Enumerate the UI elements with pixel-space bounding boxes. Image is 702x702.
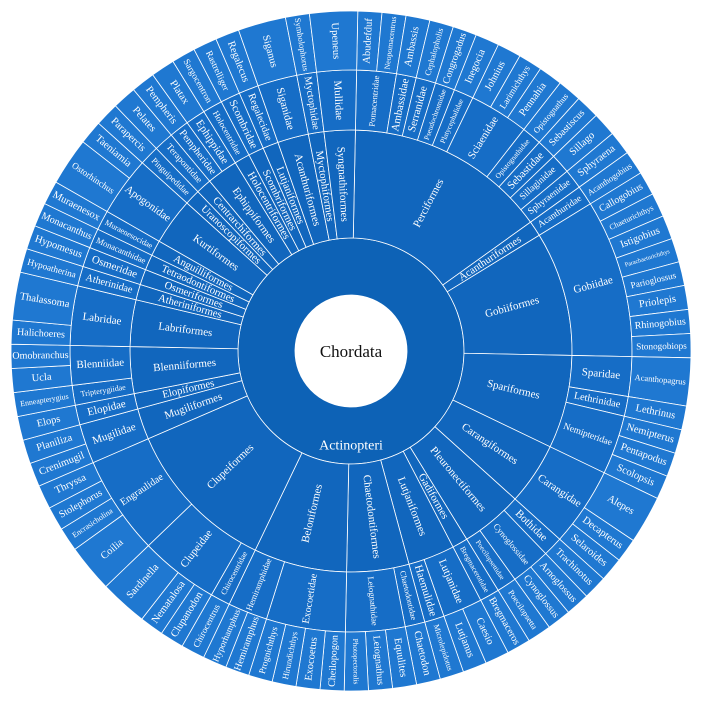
label-mullidae: Mullidae (331, 80, 345, 120)
label-rhinogobius: Rhinogobius (634, 316, 686, 331)
sunburst-segments (10, 10, 692, 692)
label-blenniidae: Blenniidae (76, 357, 124, 371)
label-ucla: Ucla (31, 372, 52, 385)
label-photopectoralis: Photopectoralis (351, 638, 361, 684)
label-elops: Elops (36, 414, 62, 430)
label-syngnathiformes: Syngnathiformes (334, 146, 350, 222)
label-acanthopagrus: Acanthopagrus (634, 372, 686, 387)
label-abudefduf: Abudefduf (362, 17, 376, 64)
center-label: Chordata (320, 342, 383, 361)
label-cheilopogon: Cheilopogon (327, 635, 341, 687)
label-exocoetus: Exocoetus (303, 637, 319, 682)
label-pomacentridae: Pomacentridae (367, 75, 382, 127)
center-circle (295, 295, 407, 407)
label-omobranchus: Omobranchus (12, 350, 69, 362)
label-labridae: Labridae (82, 311, 122, 328)
label-stonogobiops: Stonogobiops (636, 341, 687, 352)
segment-upeneus[interactable] (308, 10, 359, 73)
label-leiognathidae: Leiognathidae (366, 576, 380, 626)
label-sparidae: Sparidae (581, 366, 621, 381)
label-actinopteri: Actinopteri (319, 439, 383, 454)
label-blenniiformes: Blenniiformes (153, 357, 217, 374)
label-upeneus: Upeneus (329, 22, 342, 59)
label-leiognathus: Leiognathus (370, 635, 385, 685)
label-halichoeres: Halichoeres (17, 327, 66, 341)
